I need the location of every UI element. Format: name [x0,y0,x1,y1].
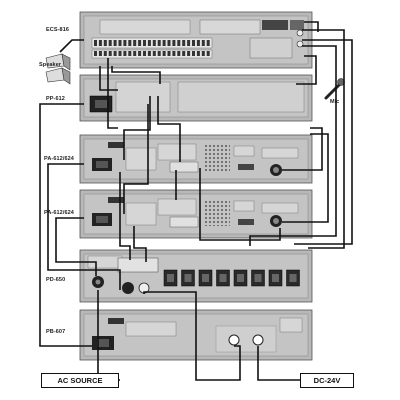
terminal-screw [128,51,132,56]
terminal-screw [177,40,181,46]
pa-unit-2 [79,189,313,239]
terminal-screw [206,40,210,46]
terminal-screw [108,51,112,56]
outlet-socket [272,274,279,282]
terminal-screw [152,40,156,46]
terminal-screw [147,51,151,56]
terminal-screw [172,40,176,46]
terminal-screw [162,51,166,56]
terminal-screw [94,40,97,46]
ac-source-box: AC SOURCE [41,373,119,388]
terminal-screw [182,51,186,56]
terminal-screw [157,51,161,56]
terminal-screw [206,51,210,56]
terminal-screw [187,51,191,56]
microphone-icon [324,78,345,100]
terminal-screw [147,40,151,46]
pp-612-label: PP-612 [46,96,65,102]
terminal-screw [157,40,161,46]
terminal-screw [118,51,122,56]
outlet-socket [184,274,192,282]
terminal-screw [192,51,195,56]
pa-unit-1 [79,134,313,184]
terminal-screw [123,40,127,46]
ecs-816-unit [79,11,313,69]
terminal-screw [172,51,176,56]
terminal-screw [187,40,191,46]
terminal-screw [133,40,137,46]
outlet-socket [202,274,209,282]
outlet-socket [237,274,244,282]
pp-612-unit [79,74,313,122]
terminal-screw [103,40,107,46]
terminal-screw [138,40,142,46]
terminal-screw [98,51,102,56]
terminal-screw [94,51,97,56]
pb-607-label: PB-607 [46,329,66,335]
terminal-screw [128,40,132,46]
terminal-screw [123,51,127,56]
terminal-screw [138,51,142,56]
speaker-label: Speaker [39,62,62,68]
dc-24v-box: DC-24V [300,373,354,388]
terminal-screw [143,51,146,56]
terminal-screw [201,40,205,46]
pd-650-label: PD-650 [46,277,66,283]
terminal-screw [98,40,102,46]
terminal-screw [113,40,117,46]
terminal-screw [143,40,146,46]
terminal-screw [103,51,107,56]
terminal-screw [133,51,137,56]
terminal-screw [177,51,181,56]
outlet-socket [254,274,262,282]
terminal-screw [152,51,156,56]
terminal-screw [113,51,117,56]
outlet-socket [167,274,174,282]
terminal-screw [118,40,122,46]
ecs-816-label: ECS-816 [46,27,70,33]
speaker-icon [45,53,71,85]
terminal-screw [201,51,205,56]
terminal-screw [196,51,200,56]
terminal-screw [167,51,171,56]
terminal-screw [162,40,166,46]
pd-outlets [163,269,300,287]
pa-unit-1-label: PA-612/624 [44,156,74,162]
terminal-screw [108,40,112,46]
ecs-terminals [94,40,210,56]
outlet-socket [219,274,227,282]
terminal-screw [167,40,171,46]
outlet-socket [289,274,297,282]
terminal-screw [196,40,200,46]
pa-unit-2-label: PA-612/624 [44,210,74,216]
terminal-screw [182,40,186,46]
mic-label: Mic [330,99,340,105]
terminal-screw [192,40,195,46]
